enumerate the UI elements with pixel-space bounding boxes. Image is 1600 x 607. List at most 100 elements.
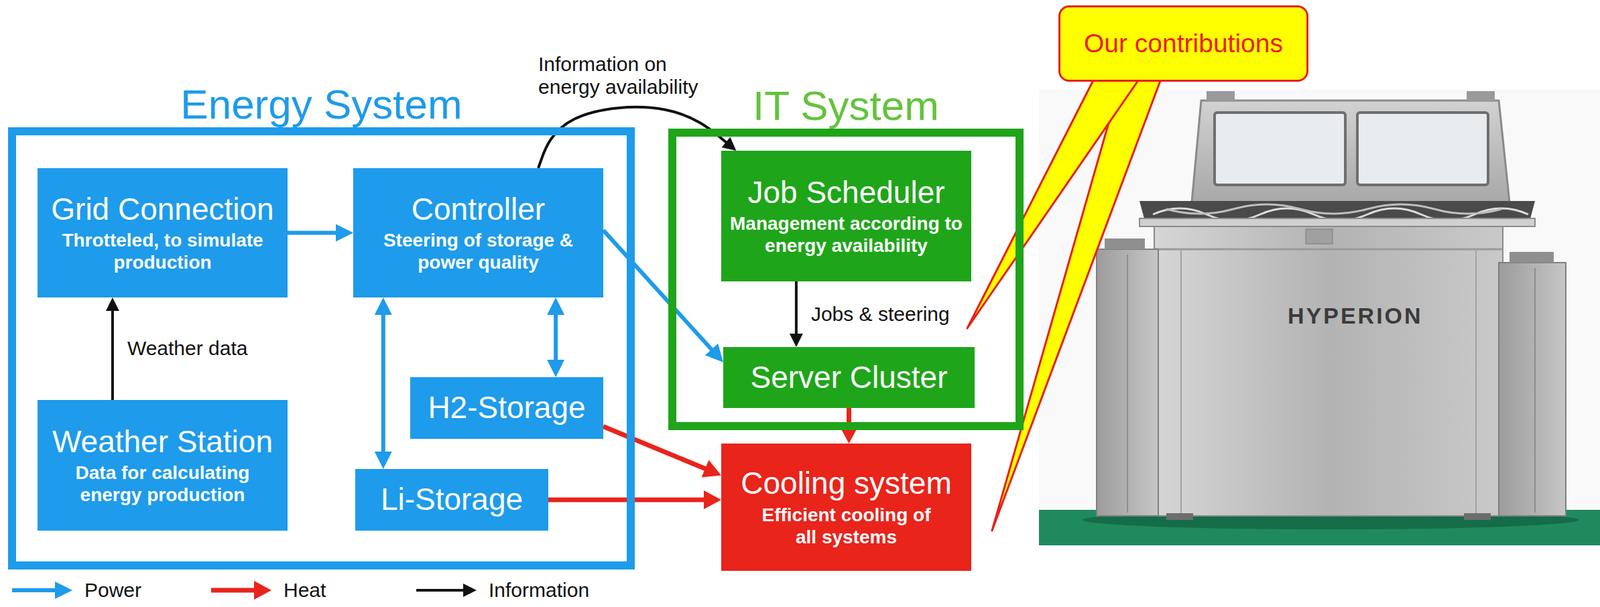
node-subtitle: Steering of storage & power quality — [361, 229, 596, 274]
chest-ridge — [1154, 248, 1503, 251]
lid-window — [1214, 112, 1346, 186]
legend-item: Information — [416, 579, 590, 602]
storage-box: Li-Storage — [355, 469, 549, 531]
power-connector — [546, 297, 565, 378]
legend-item: Power — [12, 579, 142, 602]
node-title: Controller — [411, 192, 545, 228]
legend-sample — [211, 580, 273, 601]
chest-rim — [1139, 218, 1535, 227]
group-heading: Energy System — [180, 81, 462, 128]
edge-label: Weather data — [124, 337, 251, 361]
box-content: H2-Storage — [427, 390, 586, 426]
power-connector — [374, 297, 393, 470]
information-connector — [105, 297, 120, 401]
arrowhead — [105, 297, 120, 312]
chest-end-panel — [1096, 249, 1159, 517]
arrowhead — [701, 460, 722, 478]
arrowhead — [546, 359, 565, 378]
callout-box: Our contributions — [1058, 5, 1309, 82]
information-connector — [789, 281, 804, 348]
arrowhead — [374, 451, 393, 470]
box-content: Cooling systemEfficient cooling of all s… — [740, 466, 952, 549]
node-title: Weather Station — [52, 424, 273, 460]
node-title: Cooling system — [740, 466, 952, 502]
legend-sample — [12, 580, 74, 601]
chest-seam — [1180, 249, 1182, 517]
storage-box: H2-Storage — [410, 377, 604, 440]
process-box: ControllerSteering of storage & power qu… — [353, 168, 604, 298]
connector-line — [603, 426, 710, 472]
connector-line — [287, 231, 342, 236]
node-title: Li-Storage — [380, 482, 523, 518]
legend-text: Information — [488, 579, 590, 602]
chest-lid — [1191, 100, 1510, 203]
connector-line — [794, 281, 798, 338]
process-box: Weather StationData for calculating ener… — [37, 400, 288, 531]
arrowhead — [721, 137, 737, 151]
energy-system-group: Energy SystemGrid ConnectionThrotteled, … — [8, 127, 635, 570]
heat-connector — [603, 426, 722, 478]
legend-text: Power — [84, 579, 142, 602]
legend-line — [416, 589, 468, 592]
callout-pointer — [967, 73, 1143, 329]
power-connector — [603, 230, 724, 363]
legend-item: Heat — [211, 579, 326, 602]
connector-line — [603, 230, 716, 354]
box-content: Server Cluster — [750, 360, 948, 396]
box-content: Weather StationData for calculating ener… — [45, 424, 280, 507]
box-content: Grid ConnectionThrotteled, to simulate p… — [45, 192, 280, 275]
arrowhead — [703, 490, 722, 510]
it-system-group: IT SystemJob SchedulerManagement accordi… — [668, 128, 1024, 431]
process-box: Grid ConnectionThrotteled, to simulate p… — [37, 168, 288, 298]
chest-foot — [1463, 513, 1491, 521]
cooling-box: Cooling systemEfficient cooling of all s… — [721, 443, 972, 572]
connector-line — [111, 306, 114, 401]
process-box: Job SchedulerManagement according to ene… — [721, 150, 972, 282]
chest-latch — [1305, 229, 1333, 244]
connector-line — [553, 309, 558, 366]
arrowhead — [546, 297, 565, 316]
product-label: HYPERION — [1287, 302, 1424, 330]
legend-arrowhead — [254, 581, 272, 600]
legend-line — [12, 588, 61, 593]
end-handle — [1104, 238, 1145, 250]
box-content: ControllerSteering of storage & power qu… — [361, 192, 596, 275]
box-content: Li-Storage — [380, 482, 523, 518]
lid-handle — [1206, 91, 1235, 102]
arrowhead — [789, 333, 804, 348]
node-subtitle: Data for calculating energy production — [45, 461, 280, 507]
arrowhead — [335, 224, 354, 242]
arrowhead — [705, 343, 724, 363]
end-seam — [1126, 254, 1129, 513]
arrowhead — [374, 297, 393, 316]
node-subtitle: Throtteled, to simulate production — [45, 229, 280, 274]
edge-label: Information on energy availability — [535, 52, 717, 100]
end-handle — [1509, 252, 1554, 263]
box-content: Job SchedulerManagement according to ene… — [729, 175, 964, 258]
edge-label: Jobs & steering — [808, 302, 953, 327]
power-connector — [287, 224, 354, 242]
callout-text: Our contributions — [1083, 28, 1283, 59]
chest-seam — [1475, 249, 1477, 517]
legend-sample — [416, 580, 478, 601]
box-content: Our contributions — [1083, 28, 1283, 59]
lid-window — [1357, 112, 1489, 186]
chest-body — [1154, 226, 1503, 517]
information-connector — [538, 107, 736, 169]
node-subtitle: Efficient cooling of all systems — [755, 504, 937, 549]
chest-foot — [1166, 513, 1194, 521]
connector-line — [381, 309, 386, 458]
end-seam — [1534, 268, 1536, 513]
group-heading: IT System — [752, 83, 940, 129]
lid-handle — [1466, 91, 1495, 102]
legend-arrowhead — [54, 581, 73, 600]
node-title: Server Cluster — [750, 360, 948, 396]
legend-arrowhead — [463, 583, 477, 598]
chest-end-panel — [1498, 262, 1566, 517]
node-title: H2-Storage — [427, 390, 586, 426]
node-title: Grid Connection — [50, 192, 274, 228]
process-box: Server Cluster — [723, 347, 975, 409]
legend-line — [211, 588, 260, 594]
node-title: Job Scheduler — [747, 175, 945, 211]
node-subtitle: Management according to energy availabil… — [729, 212, 964, 257]
